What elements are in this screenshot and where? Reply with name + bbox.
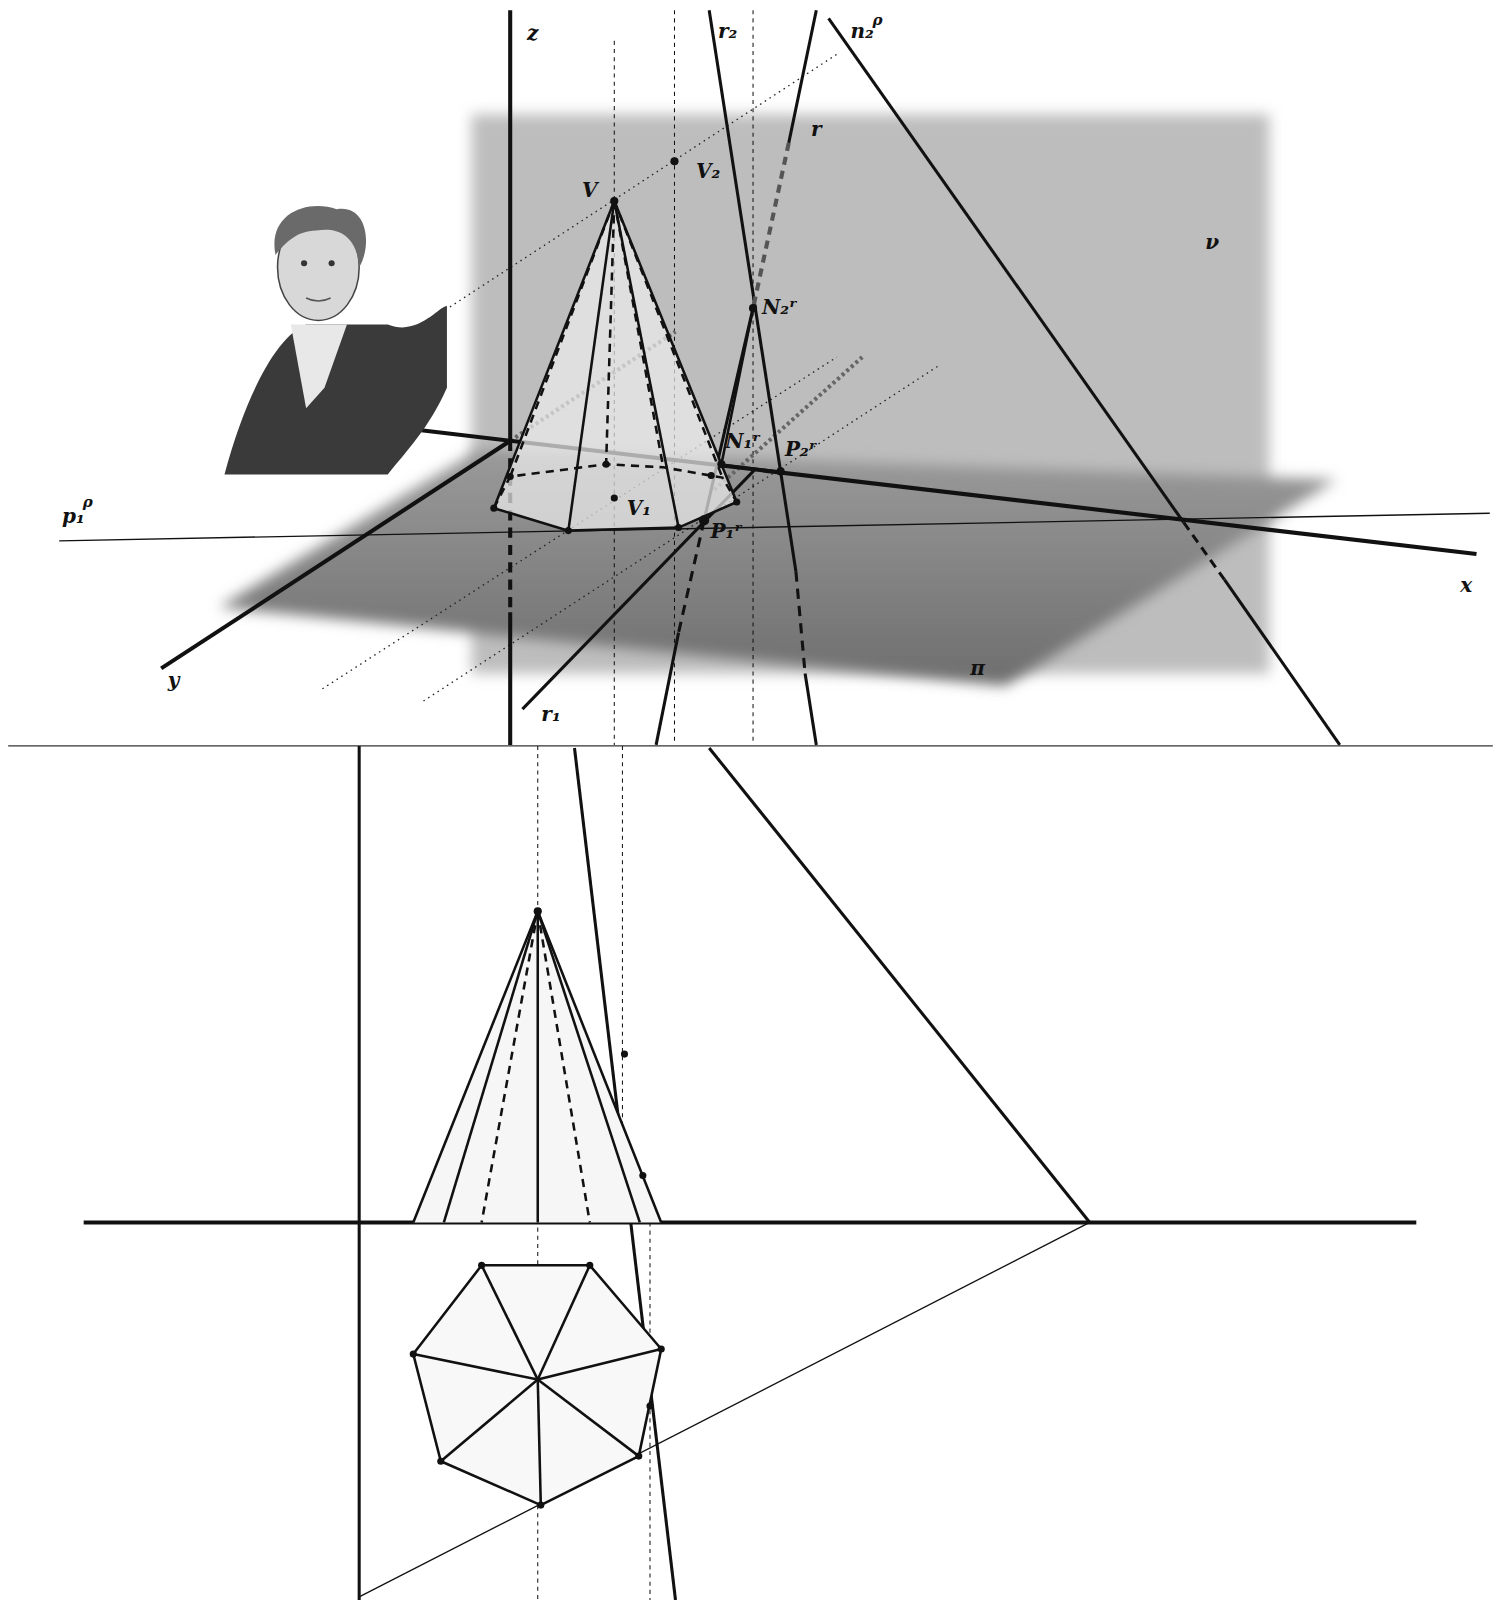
point-label: y: [168, 670, 180, 690]
point-label: z: [527, 23, 538, 43]
point-label: r₁: [541, 704, 560, 724]
plane-pi: [219, 449, 1336, 686]
point-label: ν: [1205, 232, 1219, 252]
point-label: P₁ʳ: [710, 521, 742, 541]
portrait: [224, 206, 446, 474]
point-label: x: [1460, 575, 1472, 595]
point-label: ρ: [873, 13, 883, 28]
point-label: V: [582, 180, 598, 200]
point-label: r: [811, 119, 822, 139]
point-label: V₂: [696, 161, 720, 181]
point-label: N₂ʳ: [762, 297, 797, 317]
point-label: r₂: [718, 21, 737, 41]
point-label: N₁ʳ: [725, 431, 760, 451]
point-label: V₁: [627, 498, 651, 518]
point-label: p₁: [62, 506, 85, 526]
monge-projection: [84, 746, 1417, 1600]
point-label: P₂ʳ: [785, 439, 817, 459]
point-label: n₂: [851, 21, 874, 41]
pyramid: [494, 201, 737, 531]
point-label: π: [970, 658, 985, 678]
points: [490, 157, 784, 534]
axes: [59, 10, 1490, 745]
point-label: ρ: [83, 495, 93, 510]
